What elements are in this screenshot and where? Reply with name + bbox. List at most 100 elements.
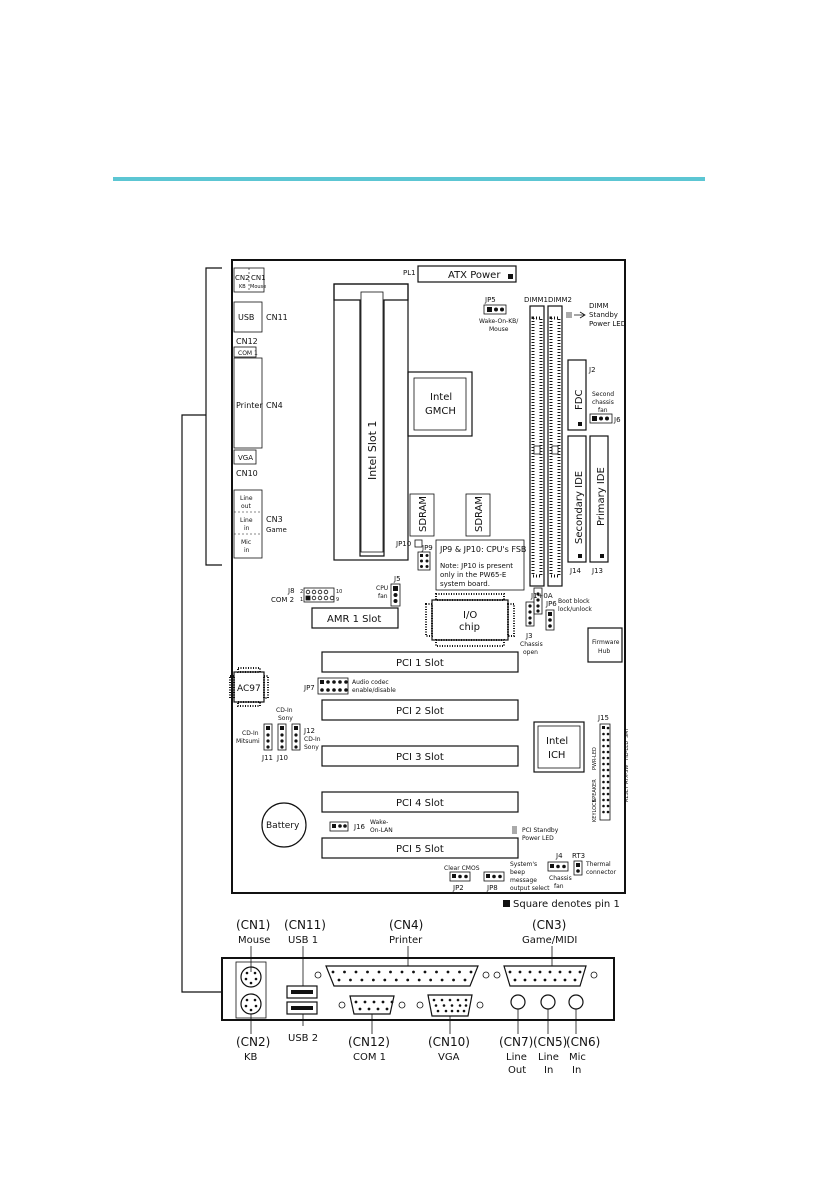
ich-label-1: Intel [546, 736, 568, 747]
rear-io-bracket [205, 267, 222, 566]
panel-usb2-tongue [291, 1006, 313, 1010]
j8-pin9-label: 9 [336, 597, 339, 603]
j3-pins [528, 592, 540, 625]
panel-usb1-tongue [291, 990, 313, 994]
jp10-jumper [414, 539, 423, 548]
printer-block [233, 357, 263, 449]
j8-pin1-label: 1 [300, 597, 303, 603]
slot1-label: Intel Slot 1 [366, 421, 379, 480]
j4-label: J4 [555, 852, 563, 860]
pl1-label: PL1 [403, 269, 416, 277]
ac97-chip [229, 667, 269, 707]
connector-pin [377, 970, 381, 974]
j8-pins [305, 589, 335, 601]
connector-pin [463, 978, 467, 982]
cn4-label: CN4 [266, 401, 283, 410]
j11-header [263, 723, 273, 751]
io-chip-label-1: I/O [463, 610, 477, 621]
boot-block-label-2: lock/unlock [558, 606, 592, 613]
thermal-label-1: Thermal [585, 861, 611, 868]
line-in-label-1: Line [240, 517, 253, 524]
j4-pin1 [550, 864, 554, 868]
pci2-slot [321, 699, 519, 721]
j16-pin2 [338, 824, 342, 828]
cpu-fan-label-2: fan [378, 593, 388, 600]
panel-line-in-jack [540, 994, 556, 1010]
cn12-label: CN12 [236, 337, 258, 346]
panel-outline [221, 957, 615, 1021]
connector-pin [435, 970, 438, 974]
panel-line-out-jack [510, 994, 526, 1010]
j16-pin1 [332, 824, 336, 828]
mic-label-1: Mic [241, 539, 251, 546]
connector-pin [469, 970, 473, 974]
j12-label: J12 [303, 727, 315, 735]
panel-usb2-label: USB 2 [288, 1033, 318, 1044]
connector-pin [518, 970, 522, 974]
connector-pin [452, 978, 455, 982]
j8-pin10-label: 10 [336, 589, 342, 595]
panel-cn2-label: (CN2) [236, 1035, 270, 1049]
jp7-label: JP7 [303, 684, 315, 692]
jp7-jumper [317, 677, 349, 695]
dimm-led-label-1: DIMM [589, 302, 609, 310]
connector-pin [366, 970, 369, 974]
primary-ide-label: Primary IDE [596, 467, 607, 526]
j5-pin1 [393, 586, 398, 591]
second-fan-label-1: Second [592, 391, 614, 398]
usb-label: USB [238, 313, 254, 322]
audio-codec-label-2: enable/disable [352, 687, 396, 694]
jp6-jumper [545, 609, 555, 631]
fsb-note-box [435, 539, 525, 591]
sdram-label-2: SDRAM [474, 496, 485, 532]
system-board: CN2 KB CN1 Mouse USB CN11 CN12 COM 1 Pri… [181, 259, 630, 993]
sdram-label-1: SDRAM [418, 496, 429, 532]
j8-pin2-label: 2 [300, 589, 303, 595]
j16-label: J16 [353, 823, 366, 831]
panel-cn11-label: (CN11) [284, 918, 326, 932]
jp5-desc-2: Mouse [489, 326, 509, 333]
com2-label: COM 2 [271, 596, 294, 604]
jp6-label: JP6 [545, 600, 557, 608]
jp9-pin6 [425, 565, 429, 568]
jp8-jumper [483, 871, 505, 882]
vga-block [233, 449, 257, 465]
j15-pin-label: HD-LED [624, 741, 630, 760]
jp5-pin1 [487, 307, 492, 312]
connector-pin [548, 970, 552, 974]
dimm-led-label-3: Power LED [589, 320, 626, 328]
fdc-label: FDC [574, 390, 585, 410]
fsb-note-line-1: JP9 & JP10: CPU's FSB [439, 545, 526, 554]
panel-game-port [493, 965, 598, 987]
j14-label: J14 [569, 567, 582, 575]
chassis-open-label-2: open [523, 649, 538, 656]
firmware-hub-label-2: Hub [598, 648, 610, 655]
j15-pins [602, 726, 610, 814]
audio-block [233, 489, 263, 559]
panel-cn5-label: (CN5) [533, 1035, 567, 1049]
j8-label: J8 [287, 587, 295, 595]
primary-ide-pin1 [600, 554, 604, 558]
jp7-pins [320, 680, 348, 692]
j15-label: J15 [597, 714, 609, 722]
jp2-pin3 [464, 874, 468, 879]
panel-ps2-pins [244, 971, 258, 1012]
cn3-label: CN3 [266, 515, 283, 524]
dimm2-pins [549, 316, 561, 578]
pin1-legend-text: Square denotes pin 1 [513, 899, 620, 910]
j15-pin-label: KEYLOCK [592, 798, 598, 822]
connector-pin [417, 978, 421, 982]
vga-label: VGA [238, 454, 253, 462]
line-out-label-1: Line [240, 495, 253, 502]
amr-slot [311, 607, 399, 629]
connector-pin [543, 978, 547, 982]
gmch-die [413, 377, 467, 431]
j3-label: J3 [525, 632, 533, 640]
panel-cn12-label: (CN12) [348, 1035, 390, 1049]
rt3-label: RT3 [572, 852, 585, 860]
board-outline [231, 259, 626, 894]
connector-pin [400, 970, 404, 974]
jp8-label: JP8 [486, 884, 498, 892]
connector-pin [578, 970, 582, 974]
connector-pin [360, 978, 364, 982]
